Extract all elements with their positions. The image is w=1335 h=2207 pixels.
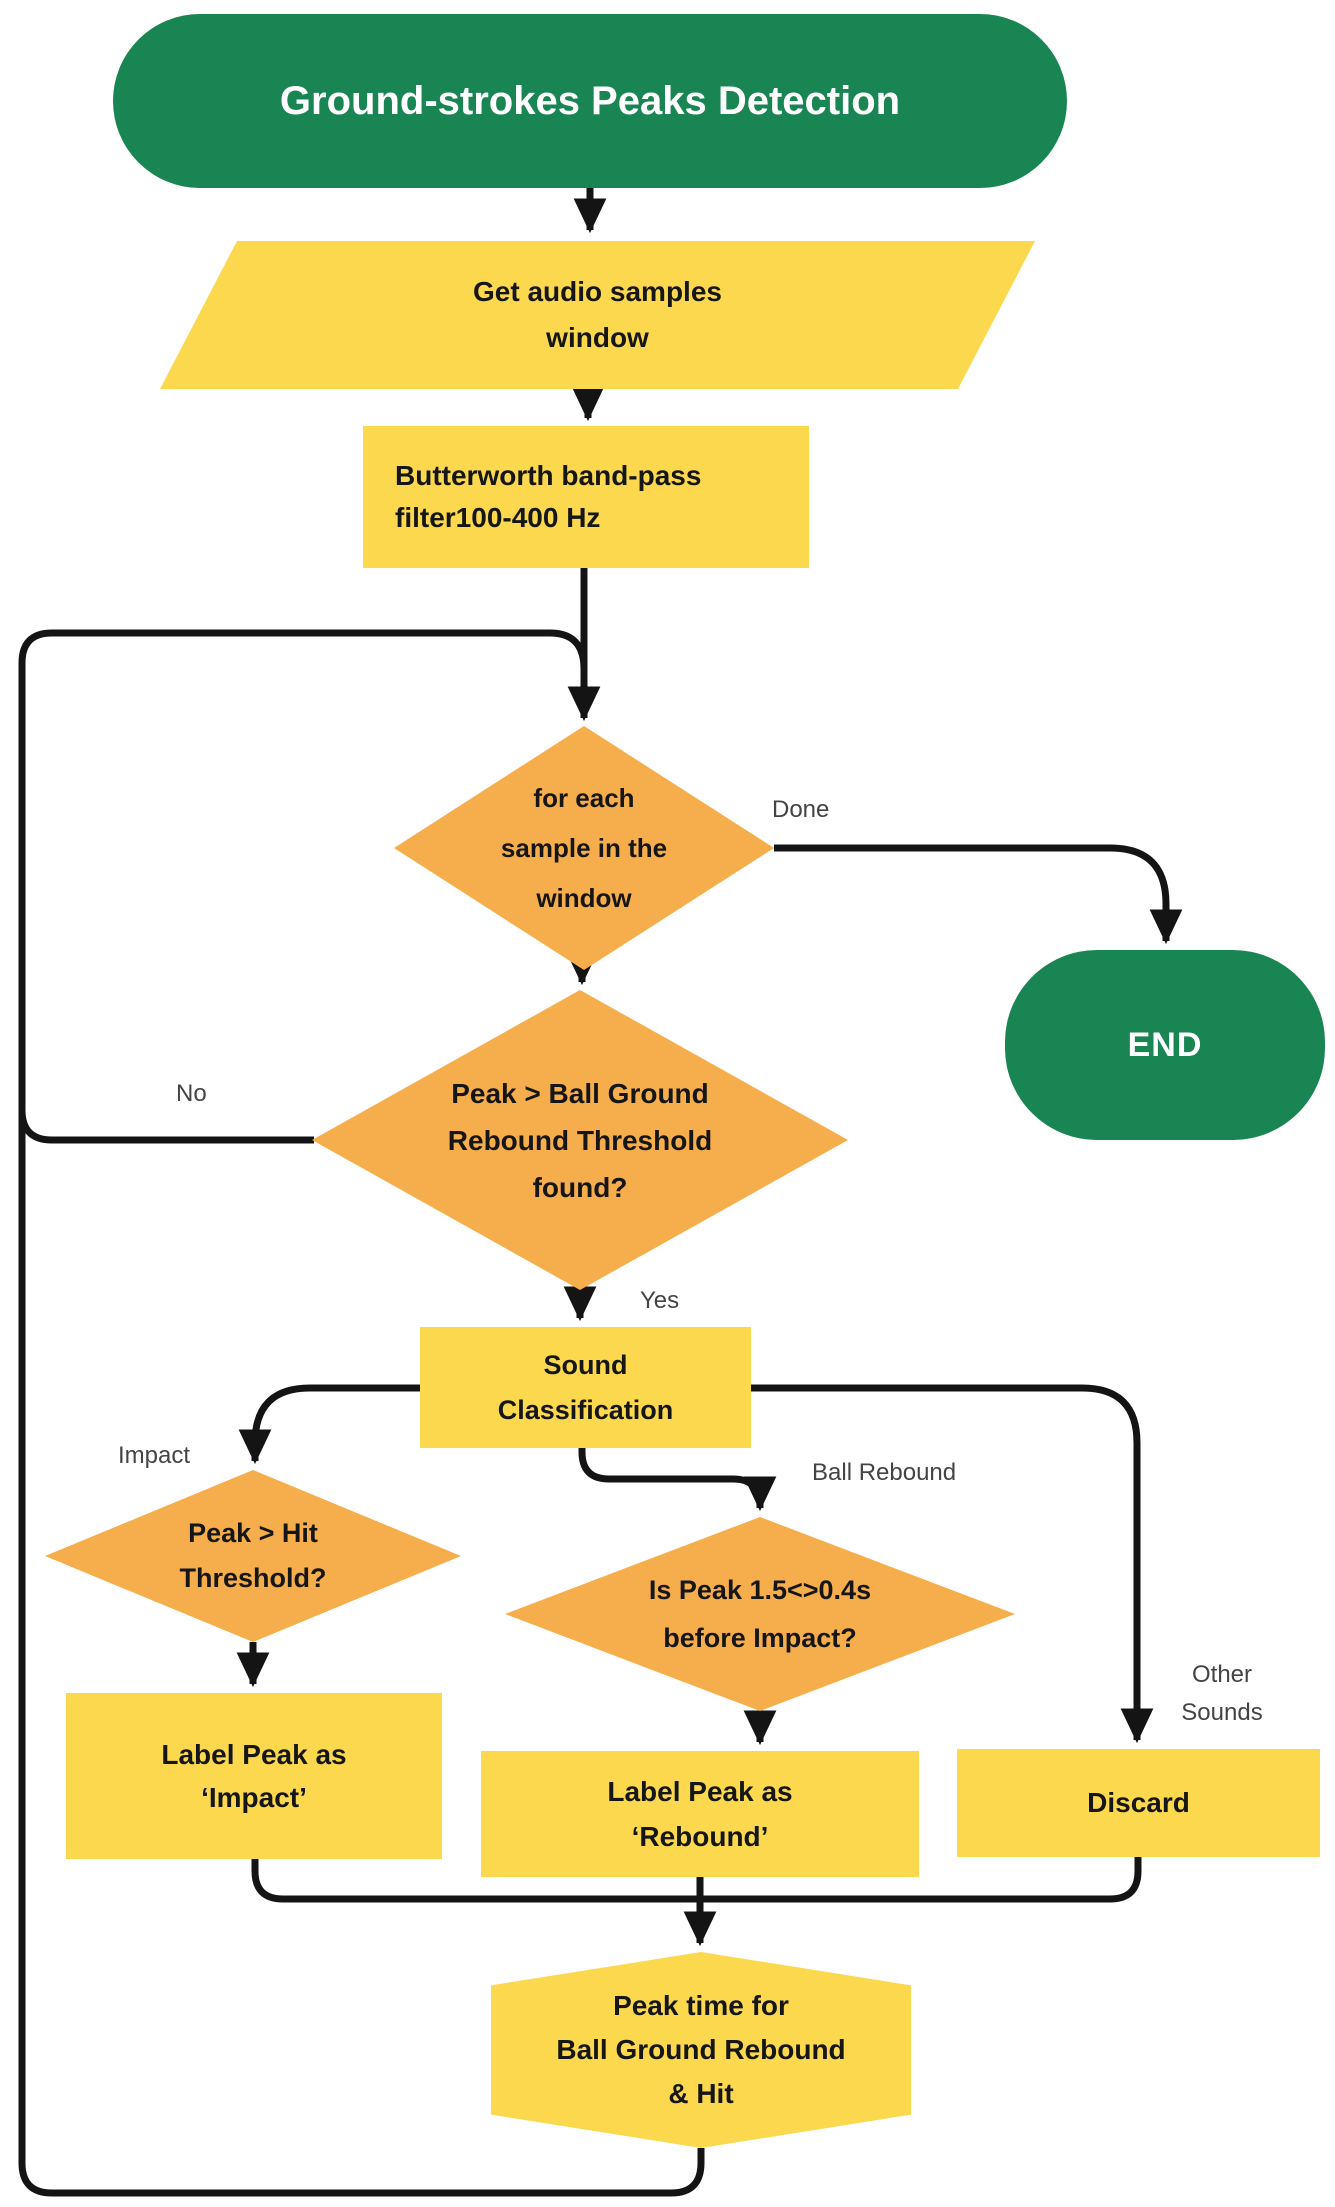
- foreach-line3: window: [536, 883, 632, 913]
- hitthreshold-line1: Peak > Hit: [188, 1518, 318, 1548]
- foreach-line1: for each: [533, 783, 635, 813]
- butterworth-line1: Butterworth band-pass: [395, 460, 702, 491]
- edge-label-impact: Impact: [118, 1442, 191, 1469]
- butterworth-line2: filter100-400 Hz: [395, 502, 601, 533]
- edge-impact-branch: [238, 1384, 420, 1465]
- foreach-line2: sample in the: [500, 833, 668, 863]
- node-label-peak-impact: Label Peak as ‘Impact’: [66, 1693, 442, 1859]
- edge-label-done: Done: [772, 796, 830, 823]
- node-get-audio-samples: Get audio samples window: [160, 241, 1035, 389]
- edge-othersounds-branch: [751, 1384, 1154, 1744]
- peaktime-line1: Peak time for: [613, 1990, 789, 2021]
- node-end-terminator: END: [1005, 950, 1325, 1140]
- edge-no-loop: [18, 1109, 314, 1144]
- labelimpact-line2: ‘Impact’: [201, 1782, 307, 1813]
- other-sounds-line2: Sounds: [1181, 1699, 1263, 1726]
- peakthreshold-line3: found?: [532, 1171, 628, 1203]
- soundclass-line2: Classification: [497, 1394, 674, 1425]
- get-audio-line2: window: [546, 322, 649, 353]
- other-sounds-line1: Other: [1191, 1661, 1253, 1688]
- node-label-peak-rebound: Label Peak as ‘Rebound’: [481, 1751, 919, 1877]
- peakthreshold-line2: Rebound Threshold: [447, 1124, 713, 1156]
- discard-label: Discard: [1087, 1787, 1190, 1818]
- labelrebound-line1: Label Peak as: [607, 1776, 793, 1807]
- peaktime-line2: Ball Ground Rebound: [556, 2034, 846, 2065]
- edge-label-ball-rebound: Ball Rebound: [812, 1459, 957, 1486]
- labelrebound-line2: ‘Rebound’: [631, 1821, 769, 1852]
- labelimpact-line1: Label Peak as: [161, 1739, 347, 1770]
- end-label: END: [1127, 1025, 1203, 1064]
- get-audio-line1: Get audio samples: [473, 276, 722, 307]
- edge-loop-back: [18, 629, 705, 2197]
- peakbefore-line1: Is Peak 1.5<>0.4s: [648, 1575, 872, 1605]
- peakthreshold-line1: Peak > Ball Ground: [451, 1077, 709, 1109]
- peakbefore-line2: before Impact?: [663, 1623, 857, 1653]
- node-start-terminator: Ground-strokes Peaks Detection: [113, 14, 1067, 188]
- soundclass-line1: Sound: [543, 1349, 628, 1380]
- node-butterworth-filter: Butterworth band-pass filter100-400 Hz: [363, 426, 809, 568]
- node-peak-time-output: Peak time for Ball Ground Rebound & Hit: [491, 1952, 911, 2148]
- edge-done-to-end: [774, 844, 1183, 945]
- edge-label-yes: Yes: [640, 1287, 680, 1314]
- start-label: Ground-strokes Peaks Detection: [279, 78, 901, 123]
- edge-label-no: No: [176, 1080, 207, 1107]
- node-discard: Discard: [957, 1749, 1320, 1857]
- hitthreshold-line2: Threshold?: [179, 1563, 327, 1593]
- peaktime-line3: & Hit: [668, 2078, 734, 2109]
- edge-label-other-sounds: Other Sounds: [1147, 1656, 1297, 1732]
- node-sound-classification: Sound Classification: [420, 1327, 751, 1448]
- edge-ballrebound-branch: [578, 1448, 777, 1512]
